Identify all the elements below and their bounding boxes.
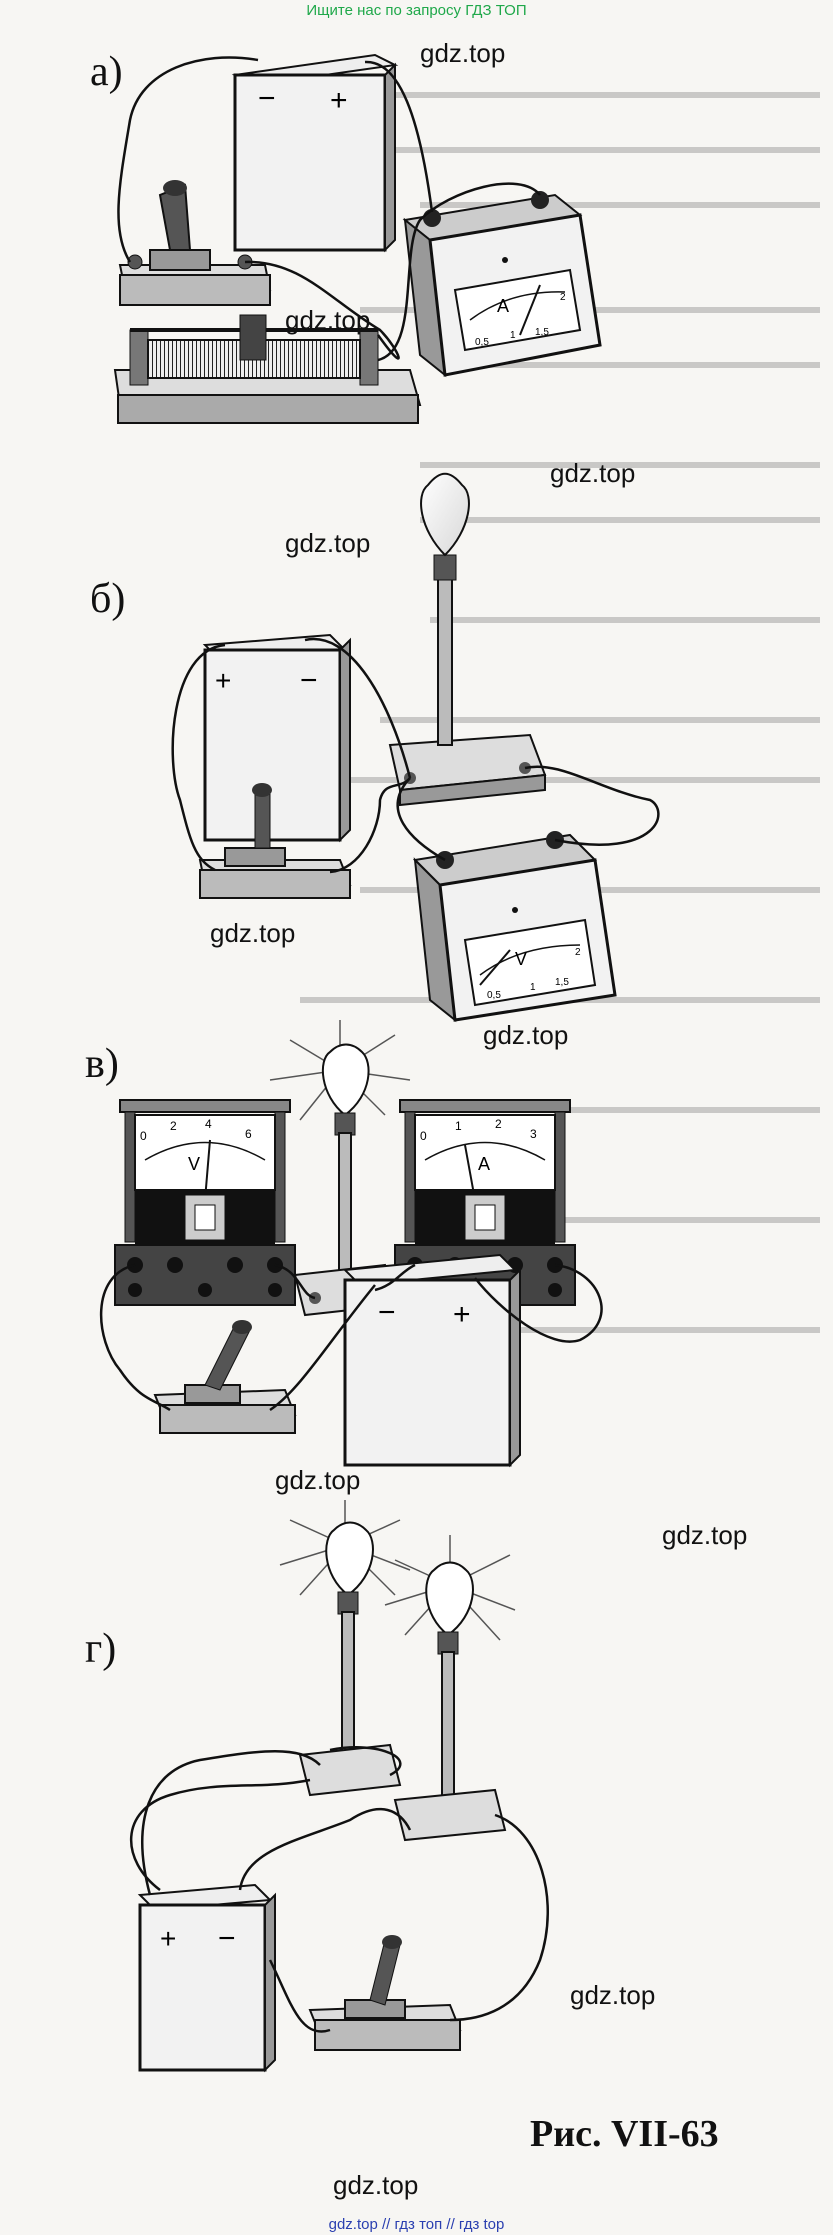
- panel-label-b: б): [90, 576, 126, 622]
- wires-g: [129, 1746, 549, 2033]
- battery-minus-sign: −: [378, 1296, 396, 1329]
- watermark: gdz.top: [210, 918, 296, 948]
- svg-text:0,5: 0,5: [487, 990, 501, 1001]
- watermark: gdz.top: [333, 2170, 419, 2200]
- ammeter-icon: A 0,5 1 1,5 2: [402, 191, 602, 378]
- battery-plus-sign: +: [215, 665, 231, 696]
- wires-b: [171, 637, 660, 874]
- panel-a-circuit: − +: [113, 53, 602, 424]
- lamp-icon: [388, 472, 547, 807]
- battery-plus-sign: +: [453, 1298, 471, 1331]
- panel-label-v: в): [85, 1041, 119, 1087]
- ammeter-letter: A: [478, 1154, 490, 1174]
- top-banner[interactable]: Ищите нас по запросу ГДЗ ТОП: [306, 2, 527, 19]
- wires-v: [99, 1263, 603, 1412]
- panel-b-circuit: + − V 0,: [171, 472, 660, 1023]
- panel-g-circuit: + −: [129, 1500, 549, 2073]
- panel-label-g: г): [85, 1626, 117, 1672]
- switch-icon: [118, 180, 272, 306]
- figure-caption: Рис. VII-63: [530, 2113, 719, 2155]
- glowing-lamp-icon: [384, 1535, 516, 1842]
- watermark: gdz.top: [662, 1520, 748, 1550]
- svg-text:2: 2: [495, 1117, 502, 1131]
- switch-icon: [153, 1320, 297, 1434]
- rheostat-icon: [113, 314, 422, 424]
- watermark: gdz.top: [483, 1020, 569, 1050]
- svg-text:1: 1: [455, 1119, 462, 1133]
- demo-ammeter-icon: 0 1 2 3 A: [394, 1099, 576, 1306]
- bottom-banner[interactable]: gdz.top // гдз топ // гдз top: [328, 2216, 505, 2233]
- svg-text:1,5: 1,5: [535, 327, 549, 338]
- voltmeter-letter: V: [515, 949, 527, 969]
- voltmeter-letter: V: [188, 1154, 200, 1174]
- panel-label-a: а): [90, 49, 123, 95]
- demo-voltmeter-icon: 0 2 4 6 V: [114, 1099, 296, 1306]
- ammeter-letter: A: [497, 296, 509, 316]
- voltmeter-icon: V 0,5 1 1,5 2: [412, 831, 617, 1023]
- switch-icon: [198, 783, 352, 899]
- watermark: gdz.top: [275, 1465, 361, 1495]
- battery-icon: − +: [231, 53, 399, 253]
- svg-text:0,5: 0,5: [475, 337, 489, 348]
- glowing-lamp-icon: [279, 1500, 411, 1797]
- wires-a: [117, 56, 541, 362]
- svg-text:6: 6: [245, 1127, 252, 1141]
- panel-v-circuit: 0 2 4 6 V 0: [99, 1020, 603, 1468]
- watermark: gdz.top: [285, 305, 371, 335]
- battery-icon: − +: [342, 1253, 521, 1468]
- watermark: gdz.top: [420, 38, 506, 68]
- battery-minus-sign: −: [258, 82, 276, 115]
- svg-text:0: 0: [420, 1129, 427, 1143]
- svg-text:2: 2: [560, 292, 566, 303]
- watermark: gdz.top: [570, 1980, 656, 2010]
- svg-text:1: 1: [510, 330, 516, 341]
- svg-text:1,5: 1,5: [555, 977, 569, 988]
- battery-minus-sign: −: [218, 1922, 236, 1955]
- svg-text:1: 1: [530, 982, 536, 993]
- watermark: gdz.top: [285, 528, 371, 558]
- svg-text:2: 2: [170, 1119, 177, 1133]
- battery-plus-sign: +: [160, 1923, 176, 1954]
- battery-minus-sign: −: [300, 664, 318, 697]
- battery-icon: + −: [137, 1883, 276, 2073]
- svg-text:3: 3: [530, 1127, 537, 1141]
- battery-plus-sign: +: [330, 84, 348, 117]
- battery-icon: + −: [202, 633, 351, 843]
- svg-text:0: 0: [140, 1129, 147, 1143]
- svg-text:2: 2: [575, 947, 581, 958]
- switch-icon: [308, 1935, 462, 2051]
- svg-text:4: 4: [205, 1117, 212, 1131]
- watermark: gdz.top: [550, 458, 636, 488]
